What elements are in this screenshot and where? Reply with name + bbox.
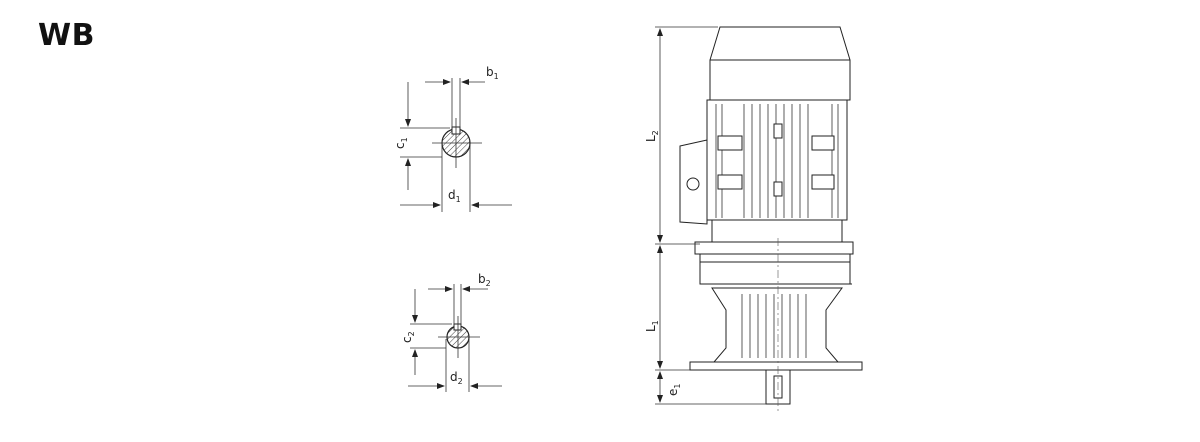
gearbox-flange <box>699 253 851 285</box>
shaft-section-1 <box>400 78 512 212</box>
motor-body <box>706 99 848 221</box>
output-flange <box>689 361 863 371</box>
label-b2: b2 <box>478 272 491 288</box>
fan-cover <box>709 26 851 101</box>
gearmotor-drawing <box>679 26 863 412</box>
label-e1: e1 <box>666 384 682 396</box>
label-d2: d2 <box>450 370 463 386</box>
label-c2: c2 <box>400 331 416 343</box>
label-d1: d1 <box>448 188 461 204</box>
gear-housing <box>711 287 843 363</box>
shaft-section-2 <box>408 284 502 392</box>
label-L2: L2 <box>644 130 660 142</box>
diagram-title: WB <box>38 18 95 53</box>
overall-dimensions <box>655 26 766 405</box>
cable-gland <box>686 177 700 191</box>
label-c1: c1 <box>393 137 409 149</box>
label-b1: b1 <box>486 65 499 81</box>
label-L1: L1 <box>644 320 660 332</box>
keyway-2 <box>453 323 462 331</box>
